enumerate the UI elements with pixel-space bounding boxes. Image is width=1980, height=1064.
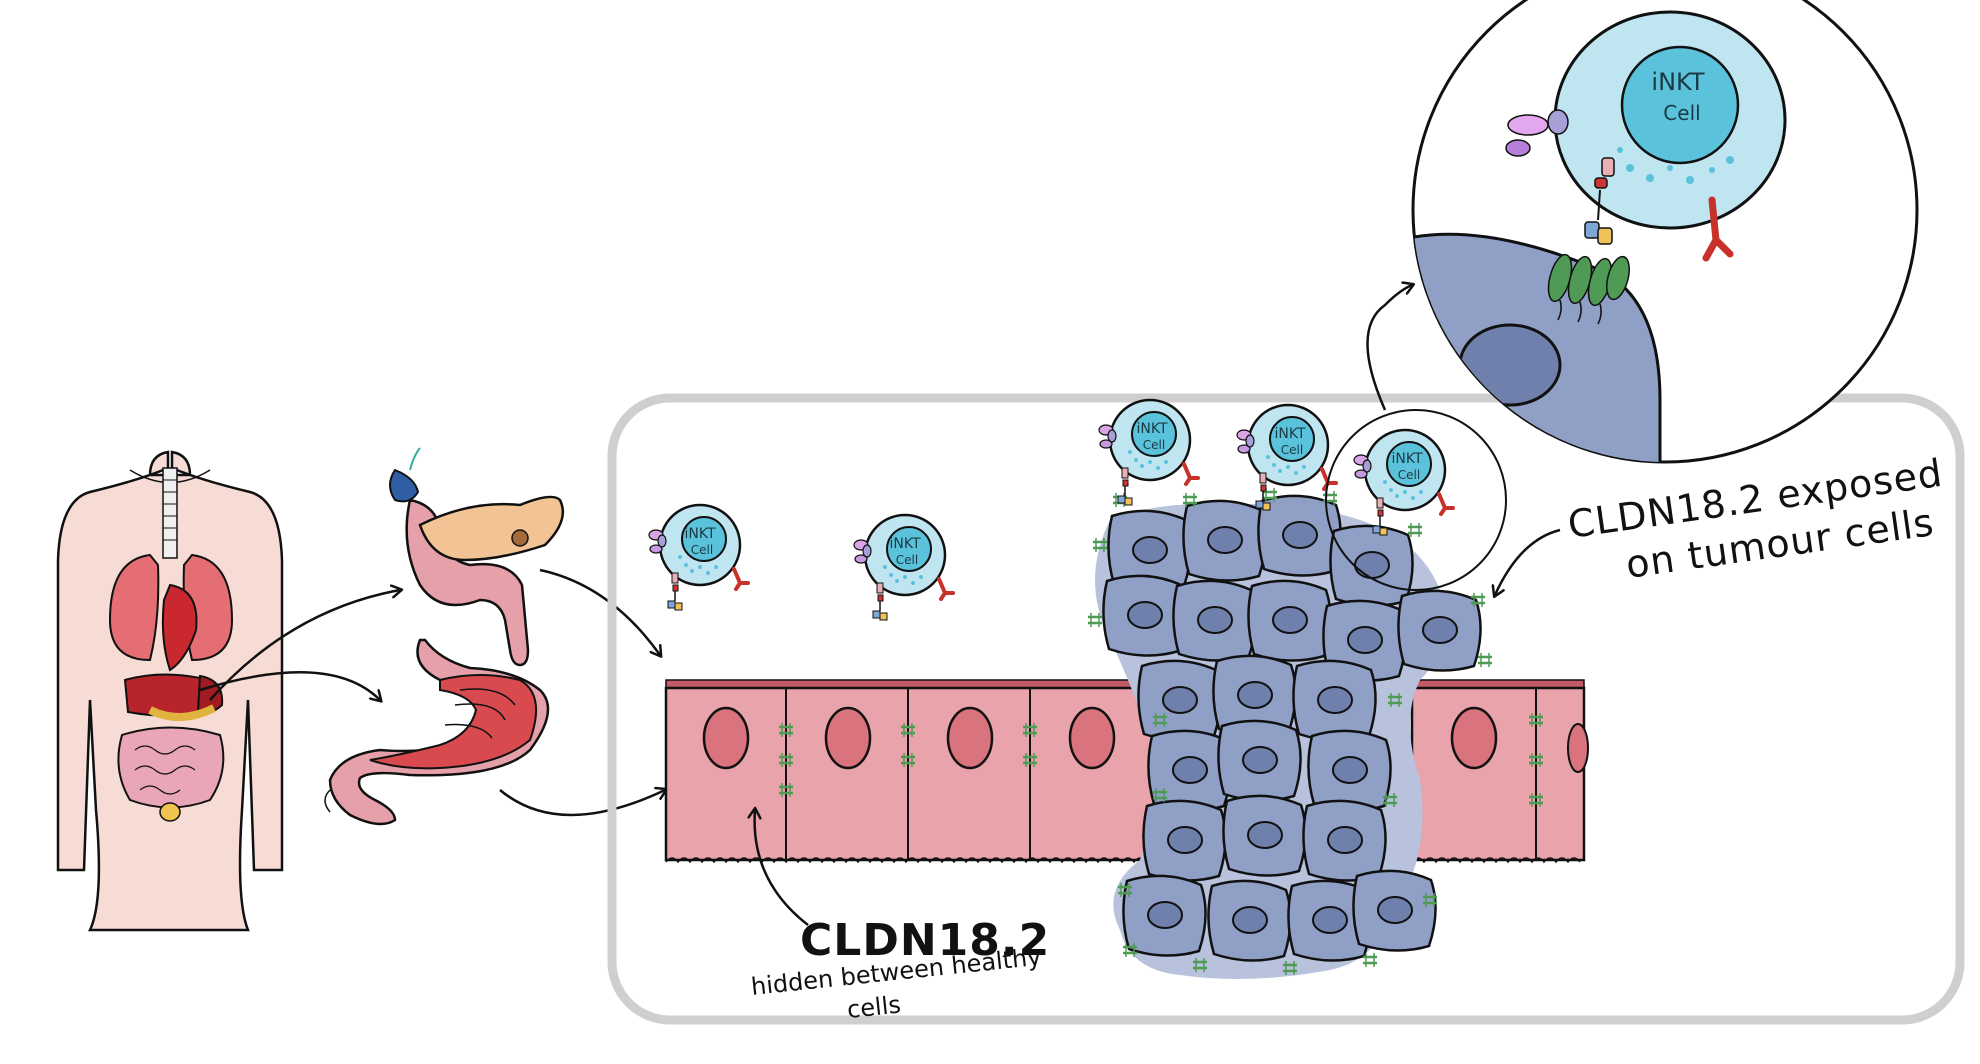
svg-text:iNKT: iNKT [684, 526, 715, 542]
zoom-arrow [1366, 285, 1413, 411]
svg-text:Cell: Cell [1143, 438, 1165, 452]
svg-text:Cell: Cell [1281, 443, 1303, 457]
lungs-icon [108, 553, 160, 662]
svg-text:iNKT: iNKT [1136, 421, 1167, 437]
exposed-label-arrow [1495, 528, 1561, 595]
stomach-illustration [324, 638, 550, 826]
svg-text:iNKT: iNKT [1274, 426, 1305, 442]
cldn-hidden-title: CLDN18.2 [800, 915, 1050, 966]
tumour-mass [1086, 486, 1494, 979]
inkt-cell-1: iNKT Cell [647, 503, 750, 612]
inkt-cell-3: iNKT Cell [1097, 398, 1200, 507]
healthy-epithelium-right [1410, 679, 1589, 864]
inkt-cell-2: iNKT Cell [852, 513, 955, 622]
interaction-highlight-circle [1325, 409, 1507, 591]
svg-text:iNKT: iNKT [889, 536, 920, 552]
cldn-hidden-subtitle-2: cells [846, 990, 902, 1023]
zoom-inset: iNKT Cell [1411, 0, 1919, 464]
heart-icon [161, 583, 198, 672]
inkt-zoom-label-2: Cell [1663, 101, 1700, 125]
svg-text:Cell: Cell [896, 553, 918, 567]
inkt-cell-4: iNKT Cell [1235, 403, 1338, 512]
intestines-icon [117, 726, 225, 809]
inkt-cell-5: iNKT Cell [1352, 428, 1455, 537]
pancreas-illustration [389, 447, 565, 667]
tissue-frame [607, 393, 1965, 1025]
human-body-illustration [56, 450, 284, 932]
liver-icon [123, 673, 202, 717]
hidden-label-arrow [755, 810, 809, 926]
svg-text:Cell: Cell [691, 543, 713, 557]
svg-text:Cell: Cell [1398, 468, 1420, 482]
inkt-zoom-label-1: iNKT [1651, 68, 1704, 96]
healthy-epithelium-left [664, 679, 1164, 864]
svg-text:iNKT: iNKT [1391, 451, 1422, 467]
organ-arrows [199, 568, 665, 817]
